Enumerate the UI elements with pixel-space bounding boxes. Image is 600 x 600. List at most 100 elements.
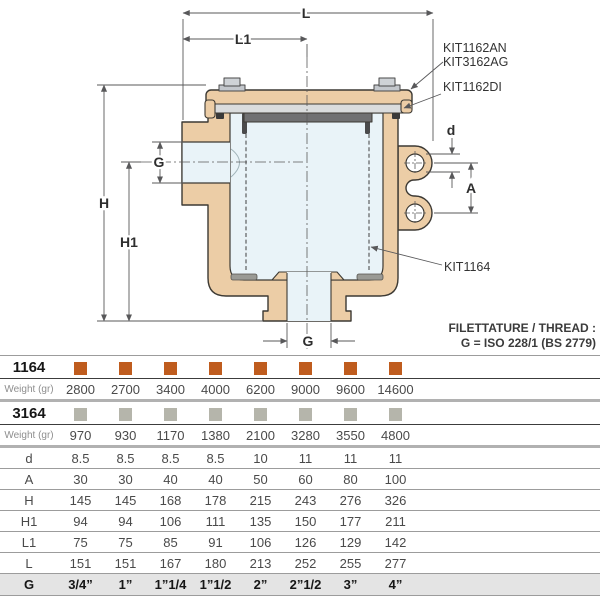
table-cell: 106 [238,531,283,553]
table-cell: 111 [193,510,238,532]
color-swatch-3164 [209,407,222,421]
table-cell: 8.5 [193,448,238,469]
color-swatch-1164 [74,361,87,375]
wing-nut-right [373,77,401,92]
table-cell: 2800 [66,381,95,397]
table-cell: 167 [148,552,193,574]
table-cell: 8.5 [103,448,148,469]
table-cell: 4” [373,573,418,596]
dim-row-H1: H1 94 94 106 111 135 150 177 211 [0,510,600,532]
dim-row-label: d [0,448,58,469]
color-swatch-3164 [299,407,312,421]
callout-kit3162ag: KIT3162AG [443,55,508,69]
table-cell: 178 [193,489,238,511]
dim-label-G-side: G [154,154,165,170]
table-cell: 8.5 [148,448,193,469]
thread-size-row: G 3/4” 1” 1”1/4 1”1/2 2” 2”1/2 3” 4” [0,573,600,596]
oring-left [216,112,224,119]
swatch-cell [238,402,283,425]
swatch-cell [193,356,238,379]
table-cell: 213 [238,552,283,574]
table-cell: 80 [328,468,373,490]
table-cell: 126 [283,531,328,553]
separator-bar [0,445,600,448]
product-id: 3164 [0,402,58,425]
table-cell: 177 [328,510,373,532]
spacer-cell [418,468,600,490]
table-cell: 4800 [381,427,410,443]
color-swatch-3164 [254,407,267,421]
swatch-cell [373,402,418,425]
table-cell: 255 [328,552,373,574]
color-swatch-3164 [119,407,132,421]
bottom-port-bore [287,272,331,321]
swatch-cell [193,402,238,425]
dim-row-label: H [0,489,58,511]
table-cell: 8.5 [58,448,103,469]
color-swatch-1164 [344,361,357,375]
table-cell: 145 [58,489,103,511]
dim-label-L1: L1 [235,31,252,47]
table-cell: 151 [103,552,148,574]
table-cell: 9600 [336,381,365,397]
color-swatch-3164 [344,407,357,421]
dimension-lines [97,9,478,348]
dim-row-label: G [0,573,58,596]
table-cell: 150 [283,510,328,532]
color-swatch-1164 [119,361,132,375]
bore-end-arc [230,148,240,178]
oring-right [392,112,400,119]
side-port-bore [182,142,230,183]
table-cell: 6200 [246,381,275,397]
dim-row-d: d 8.5 8.5 8.5 8.5 10 11 11 11 [0,448,600,469]
color-swatch-1164 [209,361,222,375]
table-cell: 100 [373,468,418,490]
basket-seat-right [356,273,384,281]
table-cell: 60 [283,468,328,490]
table-cell: 40 [193,468,238,490]
table-cell: 14600 [377,381,414,397]
strainer-interior [229,112,384,281]
color-swatch-1164 [254,361,267,375]
table-cell: 3550 [336,427,365,443]
table-cell: 10 [238,448,283,469]
color-swatch-3164 [74,407,87,421]
table-cell: 11 [373,448,418,469]
swatch-cell [328,402,373,425]
table-cell: 75 [103,531,148,553]
table-cell: 11 [328,448,373,469]
dim-label-G-bottom: G [303,333,314,349]
table-cell: 4000 [201,381,230,397]
filter-basket-outline [245,134,370,270]
table-cell: 1” [103,573,148,596]
dim-label-A: A [466,180,476,196]
spacer-cell [418,573,600,596]
cover-lip-left [204,99,216,119]
weight-row-1164: Weight (gr) 2800 2700 3400 4000 6200 900… [0,379,600,400]
table-cell: 30 [103,468,148,490]
table-cell: 3280 [291,427,320,443]
separator-bar [0,399,600,402]
table-cell: 277 [373,552,418,574]
table-cell: 2700 [111,381,140,397]
swatch-cell [148,402,193,425]
spacer-cell [418,356,600,379]
table-cell: 2”1/2 [283,573,328,596]
table-cell: 180 [193,552,238,574]
table-cell: 326 [373,489,418,511]
swatch-cell [283,356,328,379]
dim-row-L1: L1 75 75 85 91 106 126 129 142 [0,531,600,553]
swatch-cell [58,402,103,425]
swatch-cell [103,402,148,425]
thread-note-line1: FILETTATURE / THREAD : [448,321,596,335]
table-cell: 145 [103,489,148,511]
color-swatch-3164 [164,407,177,421]
weight-label: Weight (gr) [4,383,54,395]
table-cell: 142 [373,531,418,553]
table-cell: 94 [103,510,148,532]
dim-row-A: A 30 30 40 40 50 60 80 100 [0,468,600,490]
table-cell: 3” [328,573,373,596]
callout-kit1164: KIT1164 [444,260,490,274]
table-cell: 94 [58,510,103,532]
table-cell: 30 [58,468,103,490]
